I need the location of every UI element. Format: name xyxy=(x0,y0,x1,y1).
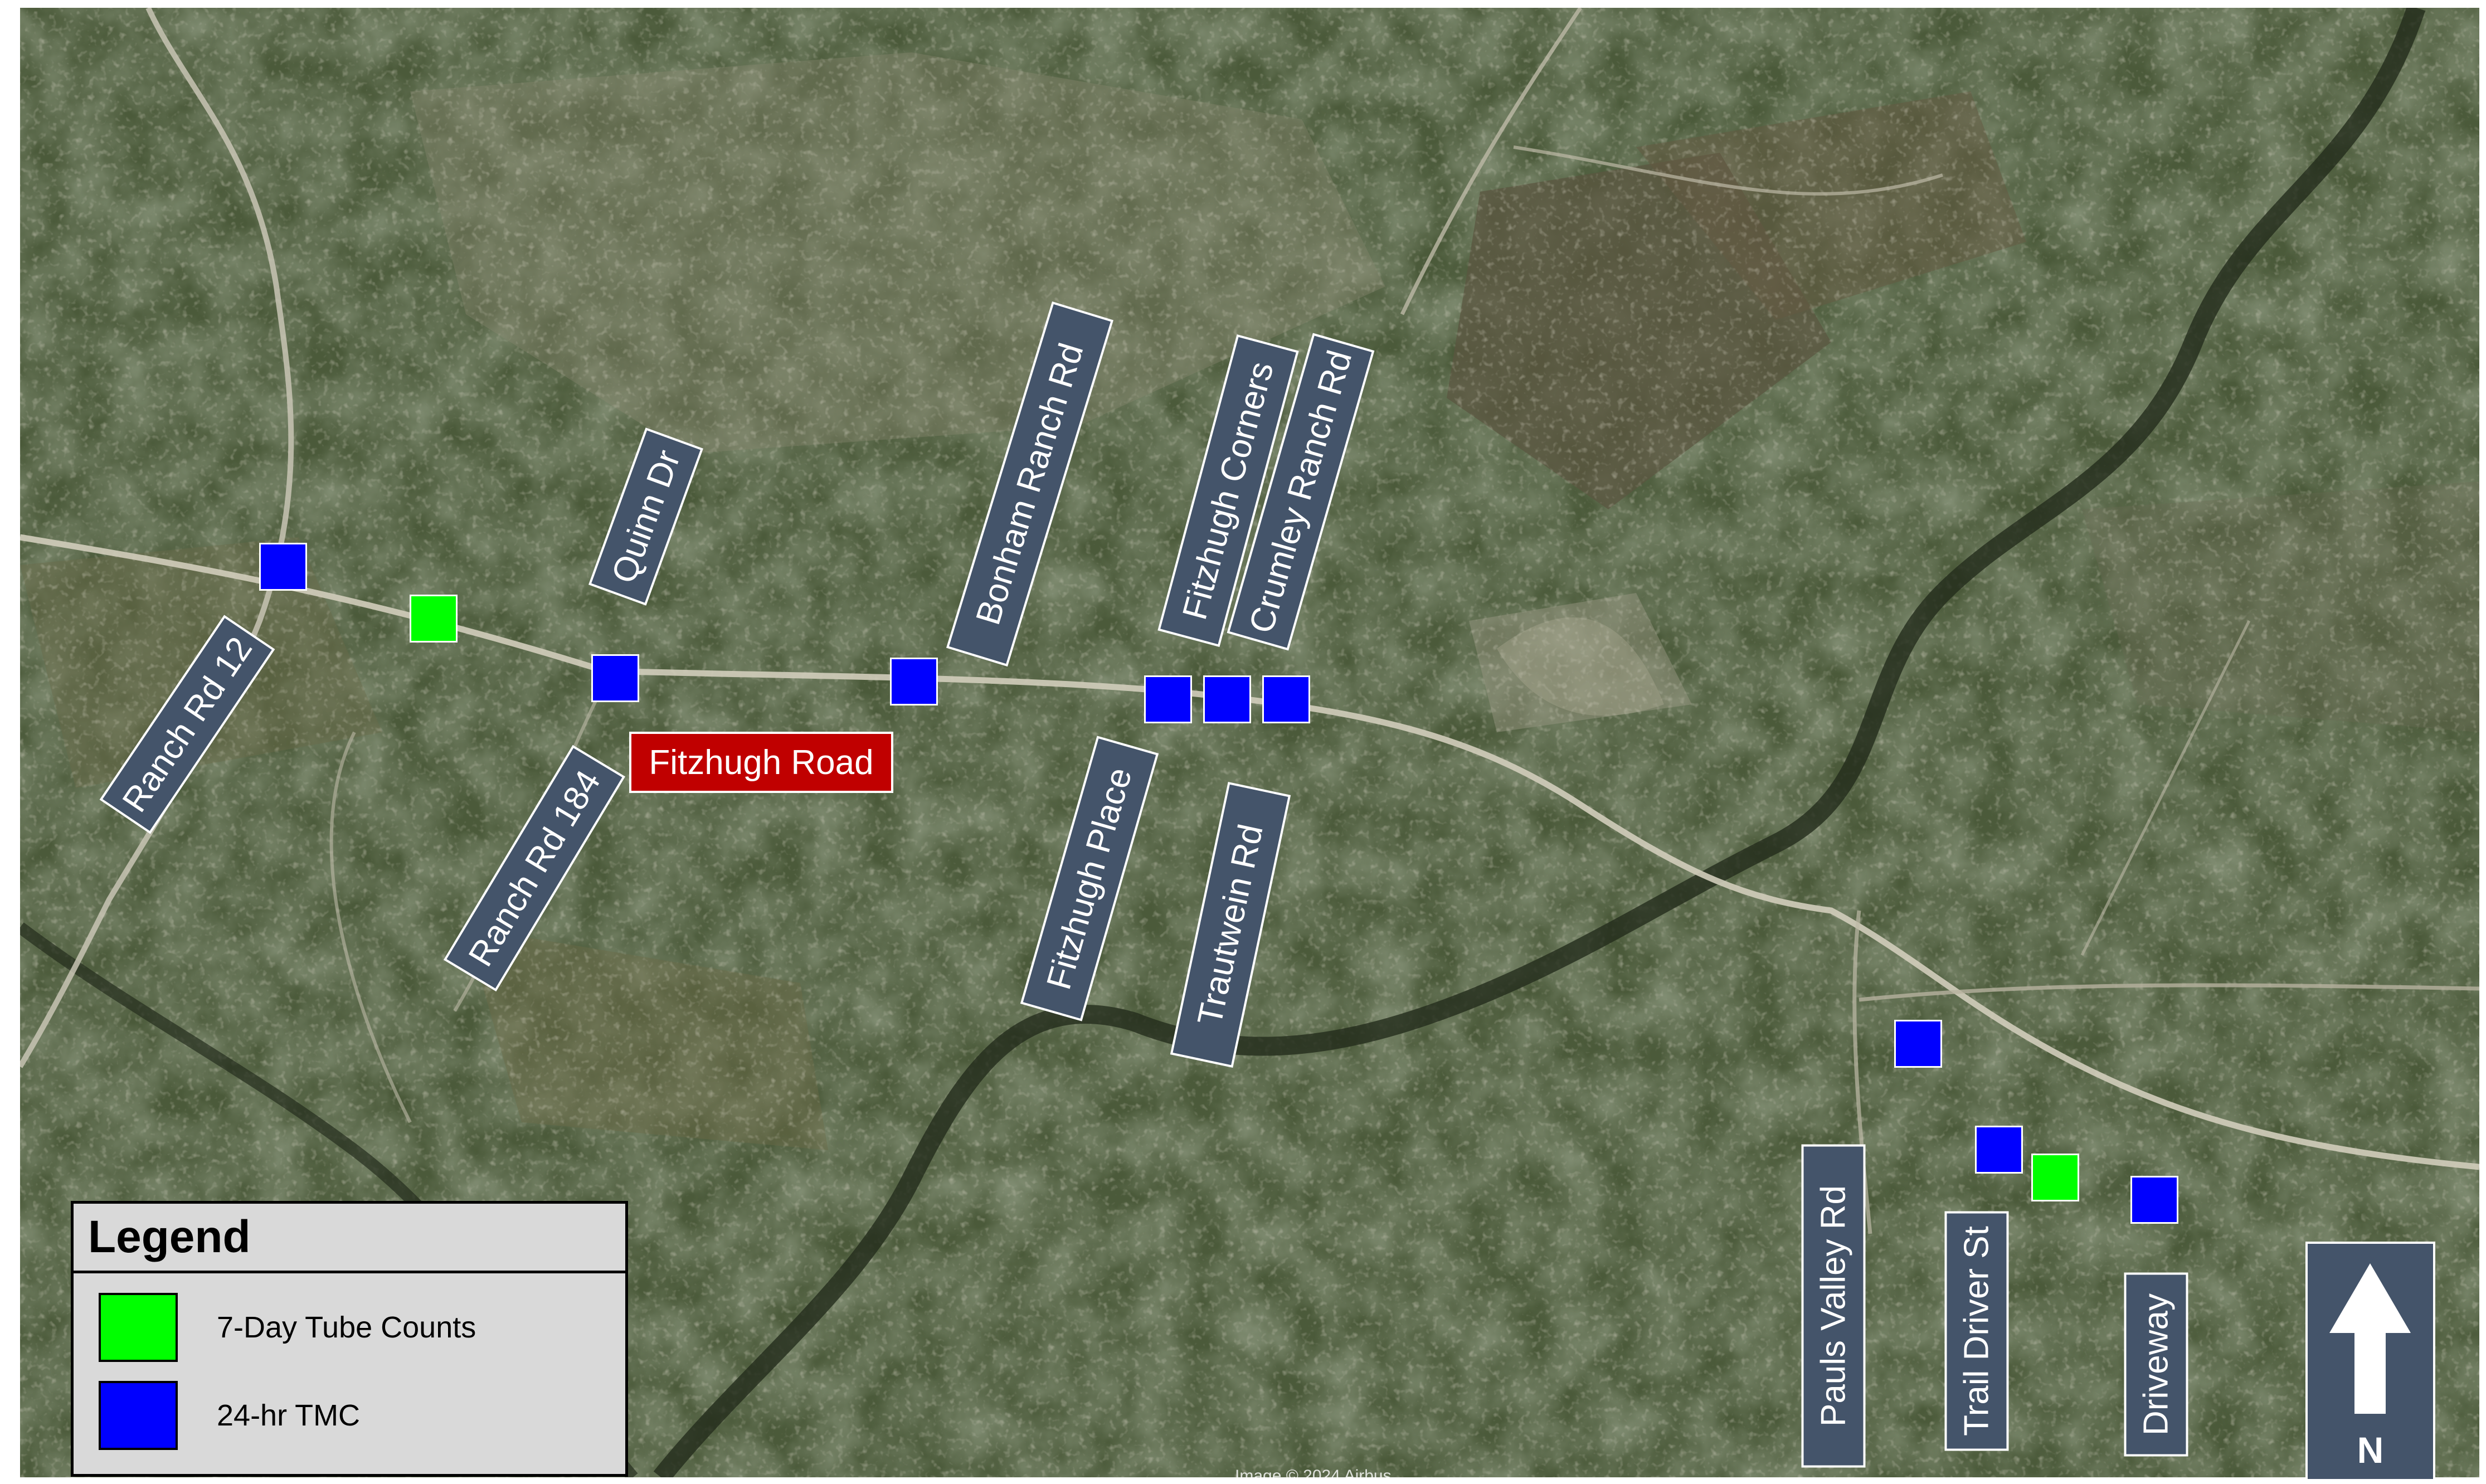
tmc-marker[interactable] xyxy=(890,658,938,705)
legend-label: 24-hr TMC xyxy=(217,1399,361,1432)
tube-count-marker[interactable] xyxy=(2031,1154,2079,1201)
legend-title: Legend xyxy=(74,1204,625,1273)
legend-label: 7-Day Tube Counts xyxy=(217,1311,476,1344)
tube-count-marker[interactable] xyxy=(410,595,458,643)
legend-swatch-green xyxy=(99,1293,178,1362)
road-label-pauls-valley-rd: Pauls Valley Rd xyxy=(1801,1144,1866,1468)
tmc-marker[interactable] xyxy=(2130,1176,2178,1224)
road-label-fitzhugh-road: Fitzhugh Road xyxy=(629,732,893,793)
tmc-marker[interactable] xyxy=(1203,675,1251,723)
tmc-marker[interactable] xyxy=(1975,1126,2023,1174)
tmc-marker[interactable] xyxy=(1262,675,1310,723)
imagery-credit: Image © 2024 Airbus xyxy=(1235,1467,1392,1477)
arrow-up-icon xyxy=(2329,1263,2411,1414)
tmc-marker[interactable] xyxy=(591,654,639,702)
north-arrow: N xyxy=(2305,1242,2435,1481)
map-legend: Legend 7-Day Tube Counts 24-hr TMC xyxy=(71,1201,628,1477)
tmc-marker[interactable] xyxy=(1144,675,1192,723)
legend-item-tmc: 24-hr TMC xyxy=(99,1381,360,1450)
road-label-driveway: Driveway xyxy=(2124,1272,2188,1457)
tmc-marker[interactable] xyxy=(259,543,307,591)
tmc-marker[interactable] xyxy=(1894,1020,1942,1068)
north-label: N xyxy=(2357,1429,2384,1471)
road-label-trail-driver-st: Trail Driver St xyxy=(1944,1211,2009,1451)
legend-swatch-blue xyxy=(99,1381,178,1450)
legend-item-tube-counts: 7-Day Tube Counts xyxy=(99,1293,476,1362)
